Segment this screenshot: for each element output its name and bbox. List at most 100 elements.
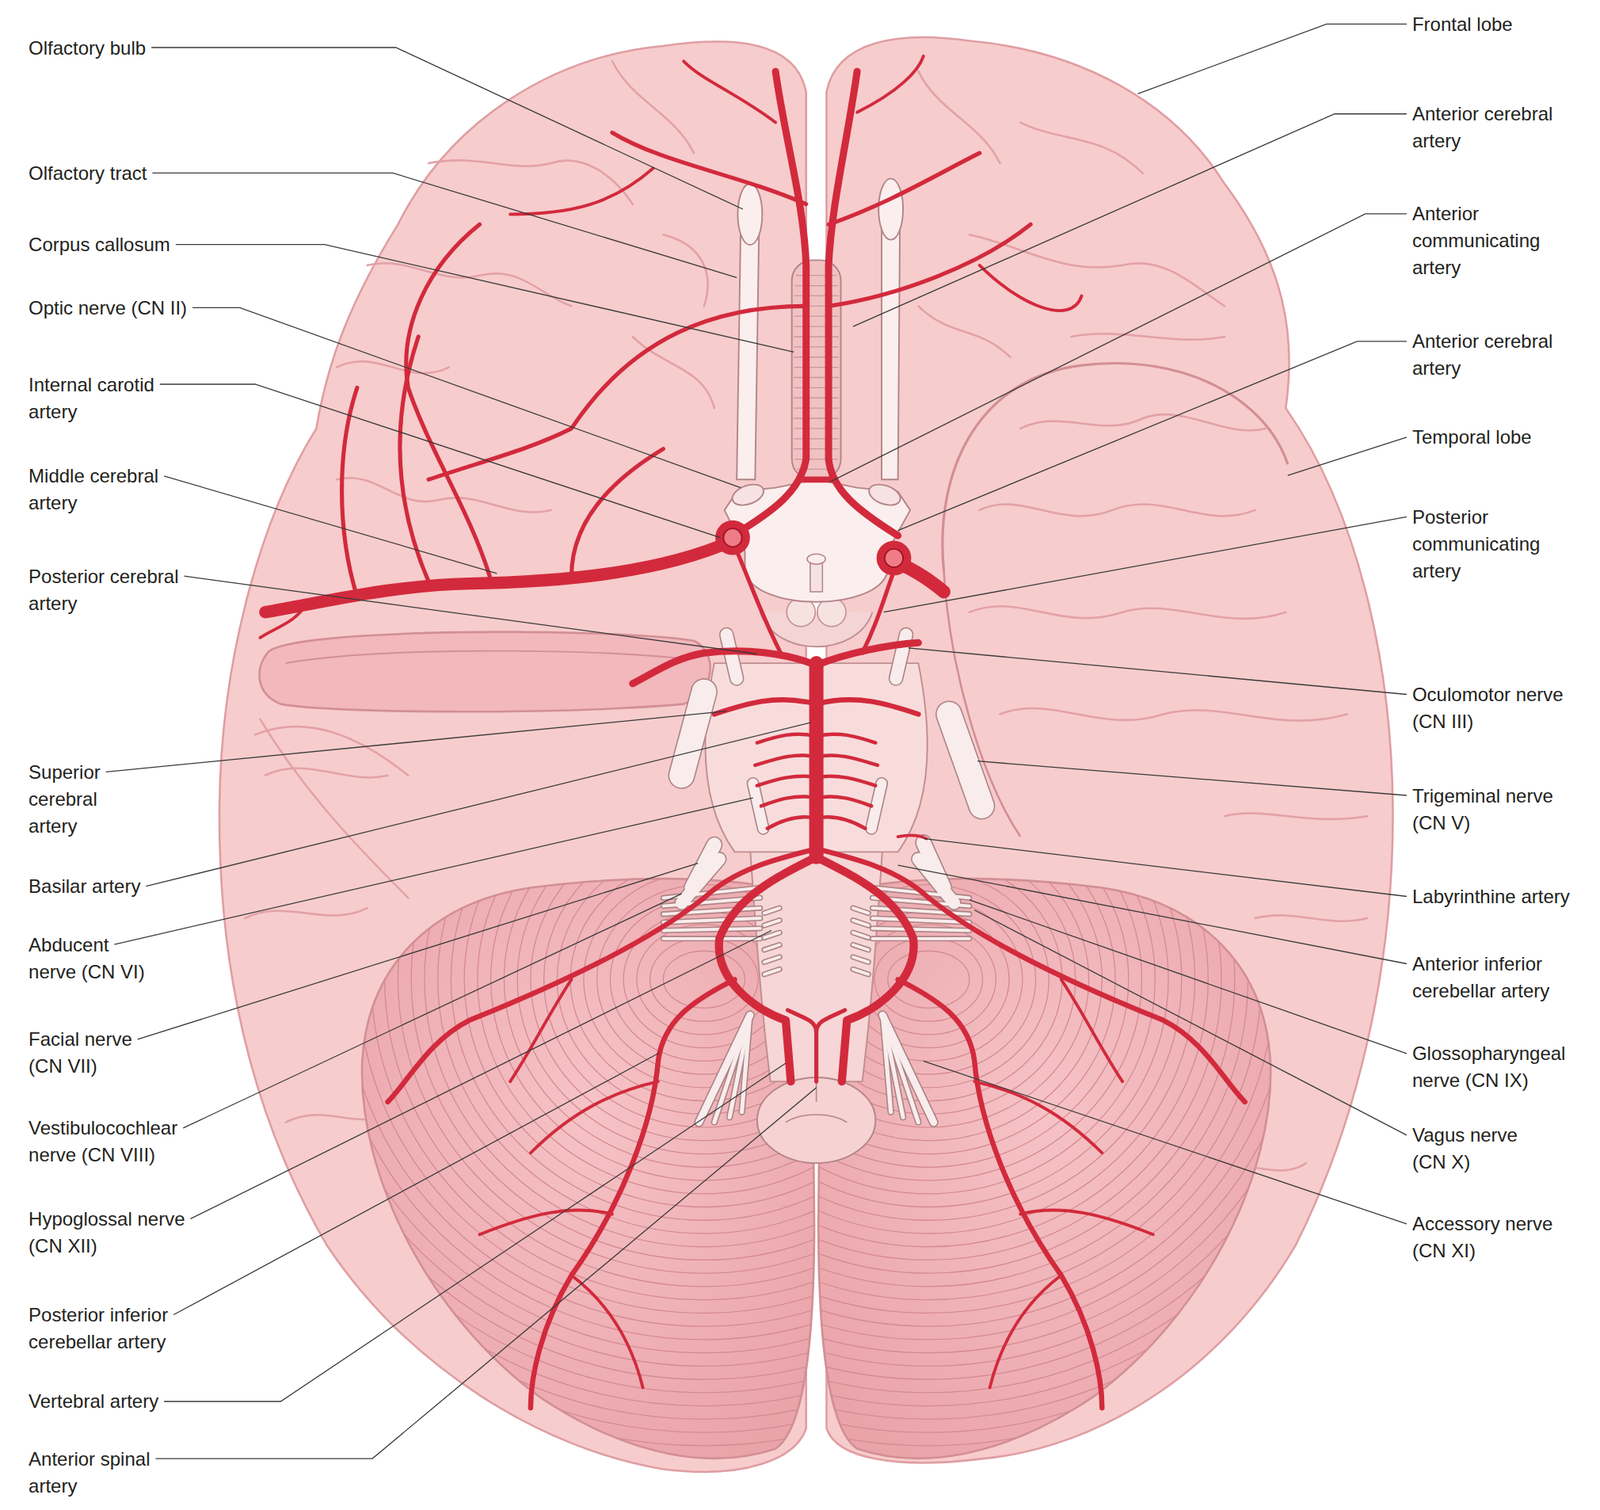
arteries (828, 152, 980, 225)
part-label: Trigeminal nerve (CN V) (1412, 782, 1592, 837)
cerebellar-folium (278, 566, 1130, 1393)
gyri (255, 726, 408, 776)
cerebellar-folia (370, 433, 1487, 1510)
cranial-nerve-stubs (882, 1014, 903, 1117)
leader-line (192, 307, 741, 488)
cranial-nerve-stubs (882, 1014, 934, 1122)
arteries (979, 265, 1082, 311)
corpus-callosum (792, 259, 842, 480)
leader-line (923, 1060, 1407, 1224)
cerebellar-folium (582, 645, 1275, 1313)
arteries (632, 651, 817, 684)
part-label: Anterior communicating artery (1412, 200, 1592, 282)
cranial-nerve-stubs (742, 1014, 751, 1112)
gyri (969, 605, 1286, 619)
arteries (719, 857, 817, 1082)
leader-line (969, 899, 1407, 1054)
cranial-nerve-stubs (853, 944, 869, 950)
cerebellar-folium (172, 460, 1236, 1499)
leader-line (163, 1062, 786, 1402)
temporal-pole-cut (259, 632, 710, 713)
cranial-nerve-stubs (662, 928, 760, 931)
cerebellar-folium (423, 486, 1434, 1472)
cerebellum (145, 433, 1487, 1510)
arteries (809, 662, 824, 858)
cranial-nerve-stubs (698, 1014, 750, 1122)
cerebellar-folium (318, 605, 1090, 1353)
leader-line (183, 575, 757, 654)
olfactory-and-optic (878, 178, 903, 240)
cerebellar-folium (463, 526, 1395, 1433)
arteries (816, 857, 915, 1082)
leader-line (173, 1052, 660, 1315)
cranial-nerve-stubs (764, 920, 780, 926)
cranial-nerve-stubs (726, 634, 737, 679)
cranial-nerve-stubs (872, 928, 969, 931)
arteries (816, 734, 878, 829)
arteries (400, 336, 429, 582)
cerebellar-folium (396, 460, 1460, 1499)
cranial-nerve-stubs (872, 935, 969, 941)
cranial-nerve-stubs (853, 968, 869, 974)
leader-line (974, 910, 1407, 1136)
cranial-nerve-stubs (853, 932, 869, 938)
gyri (969, 234, 1225, 306)
cranial-nerve-stubs (764, 968, 780, 974)
arteries (857, 56, 924, 113)
cerebellar-folium (384, 672, 1024, 1287)
cranial-nerve-stubs (853, 956, 869, 962)
arteries (974, 1081, 1153, 1387)
cerebellar-folium (358, 645, 1050, 1313)
cerebellar-folium (595, 659, 1261, 1300)
cranial-nerve-stubs (853, 920, 869, 926)
arteries (816, 642, 919, 665)
cranial-nerve-stubs (872, 907, 969, 915)
cerebellar-folium (265, 552, 1143, 1406)
cranial-nerve-stubs (662, 928, 760, 931)
leader-line (155, 1087, 816, 1459)
cranial-nerve-stubs (662, 937, 760, 941)
leader-line (1137, 23, 1407, 94)
cerebellar-folium (371, 659, 1037, 1300)
leader-line (114, 797, 753, 945)
gyri (1224, 813, 1368, 820)
part-label: Posterior cerebral artery (28, 563, 211, 618)
olfactory-and-optic (807, 553, 826, 564)
gyri (1020, 414, 1265, 431)
cerebellar-folium (370, 433, 1487, 1510)
cranial-nerve-stubs (714, 1014, 751, 1122)
cranial-nerve-stubs (872, 937, 969, 941)
part-label: Labyrinthine artery (1412, 883, 1592, 911)
olfactory-and-optic (724, 479, 911, 602)
leader-line (830, 213, 1407, 482)
part-label: Basilar artery (28, 872, 282, 900)
gyri (260, 719, 409, 898)
part-label: Anterior inferior cerebellar artery (1412, 950, 1592, 1005)
arteries (265, 540, 733, 613)
cranial-nerve-stubs (764, 968, 780, 974)
part-label: Vagus nerve (CN X) (1412, 1121, 1540, 1176)
part-label: Middle cerebral artery (28, 462, 187, 517)
arteries (479, 1081, 658, 1387)
cranial-nerve-stubs (853, 956, 869, 962)
cranial-nerve-stubs (681, 691, 705, 776)
corpus-callosum (792, 259, 842, 480)
cerebellar-folium (436, 499, 1421, 1460)
arteries (683, 60, 776, 122)
cranial-nerve-stubs (882, 1014, 891, 1112)
leader-line (175, 244, 794, 353)
gyri (662, 234, 708, 306)
arteries (803, 476, 831, 483)
gyri (1071, 333, 1225, 340)
part-label: Oculomotor nerve (CN III) (1412, 681, 1592, 736)
gyri (244, 907, 368, 919)
arteries (510, 979, 1123, 1082)
cranial-nerve-stubs (764, 920, 780, 926)
arteries (788, 1009, 846, 1082)
cranial-nerve-stubs (948, 713, 982, 806)
cranial-nerve-stubs (853, 968, 869, 974)
part-label: Anterior cerebral artery (1412, 100, 1592, 155)
cranial-nerve-stubs (764, 956, 780, 962)
